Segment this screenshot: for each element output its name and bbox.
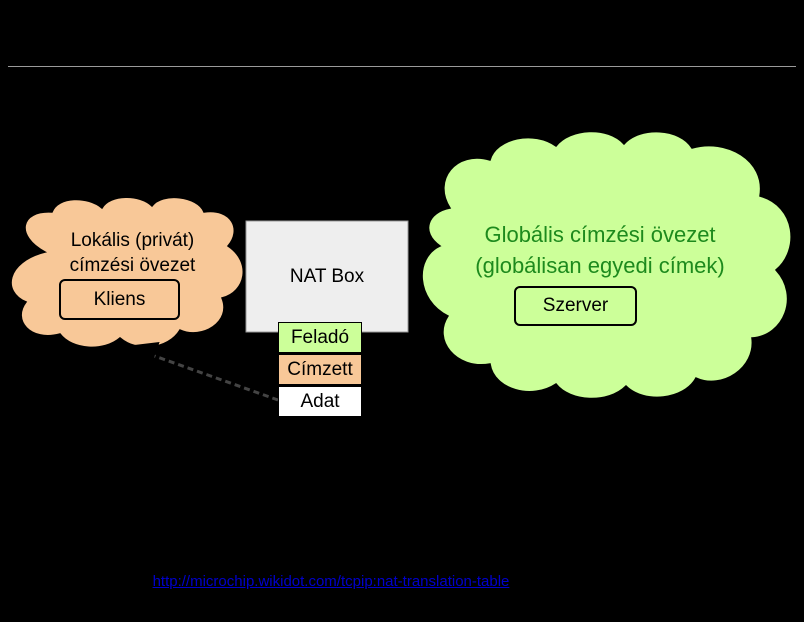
footer-prefix: További magyarázat: (10, 573, 153, 590)
packet-sender-field: Feladó (278, 322, 362, 353)
local-zone-line1: Lokális (privát) (70, 230, 195, 251)
server-box (514, 286, 637, 326)
title-divider (8, 66, 796, 67)
footer-reference: További magyarázat: http://microchip.wik… (10, 573, 800, 590)
packet-data-field: Adat (278, 386, 362, 417)
nat-box-label: NAT Box (289, 266, 365, 287)
caption-line2: hálózaton a kliens felé. (62, 494, 256, 515)
caption-text: Az így előállított csomagot a NAT Box to… (62, 466, 662, 518)
packet-recipient-field: Címzett (278, 354, 362, 385)
server-label: Szerver (542, 295, 609, 316)
local-zone-label: Lokális (privát) címzési övezet (40, 228, 225, 278)
global-cloud (421, 130, 792, 400)
caption-line1: Az így előállított csomagot a NAT Box to… (62, 468, 534, 489)
global-zone-line2: (globálisan egyedi címek) (475, 253, 725, 278)
footer-suffix: (u.l. 2018.10.) (509, 573, 607, 590)
client-label: Kliens (93, 289, 146, 310)
global-zone-line1: Globális címzési övezet (484, 222, 716, 247)
nat-box (245, 220, 409, 333)
dashed-return-arrow (126, 341, 279, 402)
footer-link[interactable]: http://microchip.wikidot.com/tcpip:nat-t… (152, 573, 510, 590)
local-zone-line2: címzési övezet (69, 255, 196, 276)
slide-title: NAT működése (272, 6, 533, 50)
global-zone-label: Globális címzési övezet (globálisan egye… (440, 219, 760, 281)
client-box (59, 279, 180, 320)
